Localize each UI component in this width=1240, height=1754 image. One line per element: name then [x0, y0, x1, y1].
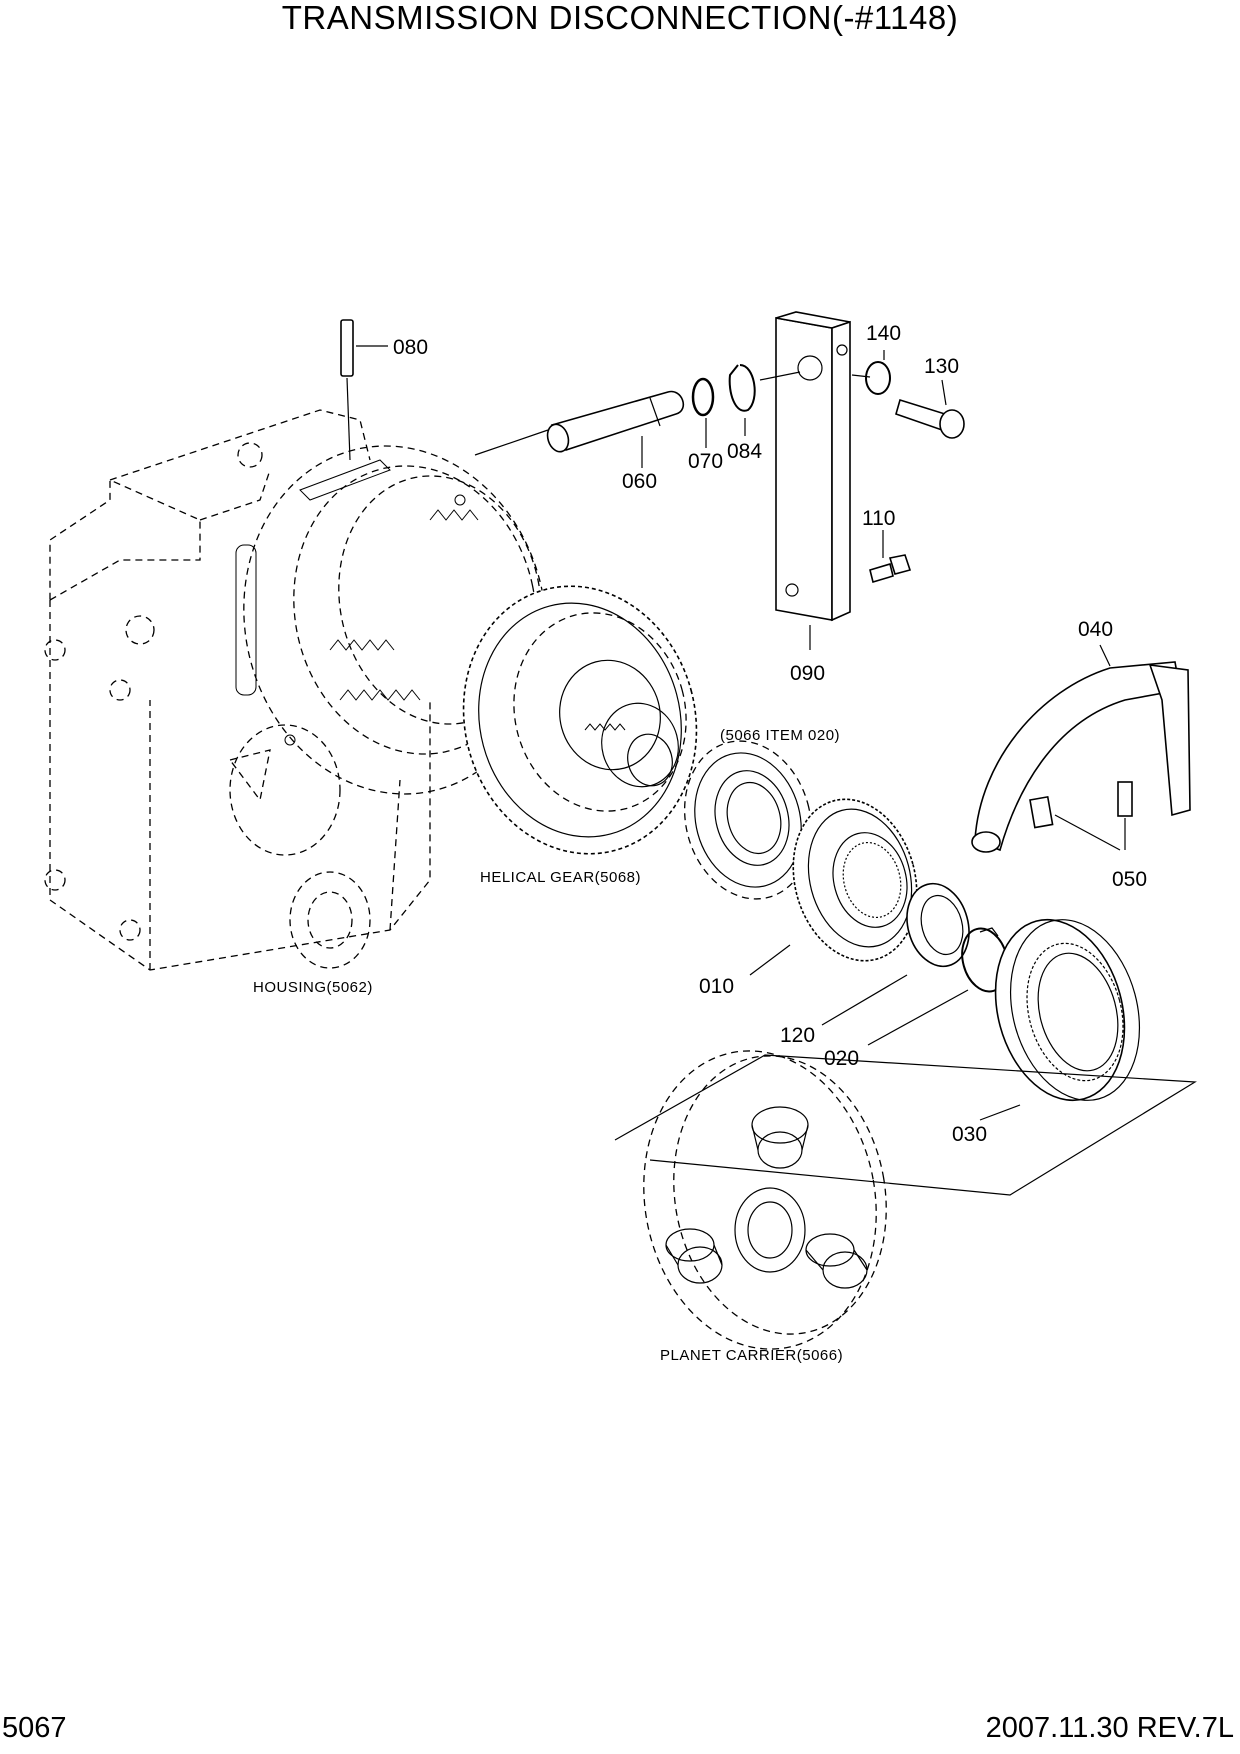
callout-130: 130: [924, 355, 959, 378]
part-120-ring: [906, 882, 970, 968]
callout-020: 020: [824, 1047, 859, 1070]
callout-090: 090: [790, 662, 825, 685]
part-080-pin: [340, 319, 354, 461]
bearing-drawing: [683, 740, 813, 900]
callout-110: 110: [862, 507, 895, 530]
callout-050: 050: [1112, 868, 1147, 891]
callout-120: 120: [780, 1024, 815, 1047]
part-010-gear: [792, 798, 918, 962]
callout-084: 084: [727, 440, 762, 463]
callout-070: 070: [688, 450, 723, 473]
part-070-oring: [691, 377, 715, 417]
label-item-ref: (5066 ITEM 020): [720, 727, 840, 744]
housing-drawing: [44, 409, 431, 971]
label-helical-gear: HELICAL GEAR(5068): [480, 869, 641, 886]
date-revision: 2007.11.30 REV.7L: [985, 1712, 1234, 1744]
part-040-fork: [971, 661, 1191, 853]
part-090-lever: [759, 311, 851, 622]
part-060-shaft: [474, 390, 685, 456]
callout-140: 140: [866, 322, 901, 345]
planet-carrier-drawing: [643, 1050, 887, 1350]
callout-060: 060: [622, 470, 657, 493]
callout-080: 080: [393, 336, 428, 359]
callout-030: 030: [952, 1123, 987, 1146]
helical-gear-drawing: [462, 585, 698, 855]
leader-lines: [356, 345, 1126, 1121]
carrier-bracket-lines: [614, 1054, 1197, 1196]
page-title: TRANSMISSION DISCONNECTION(-#1148): [281, 0, 959, 36]
part-130-bolt: [851, 374, 965, 439]
ring-gear-drawing: [235, 445, 547, 795]
part-110-bolt: [869, 554, 912, 584]
part-030-sleeve: [994, 918, 1141, 1102]
page-number: 5067: [2, 1712, 67, 1744]
callout-010: 010: [699, 975, 734, 998]
callout-040: 040: [1078, 618, 1113, 641]
part-140-washer: [865, 361, 891, 395]
part-084-circlip: [728, 364, 756, 412]
label-housing: HOUSING(5062): [253, 979, 373, 996]
label-planet-carrier: PLANET CARRIER(5066): [660, 1347, 843, 1364]
